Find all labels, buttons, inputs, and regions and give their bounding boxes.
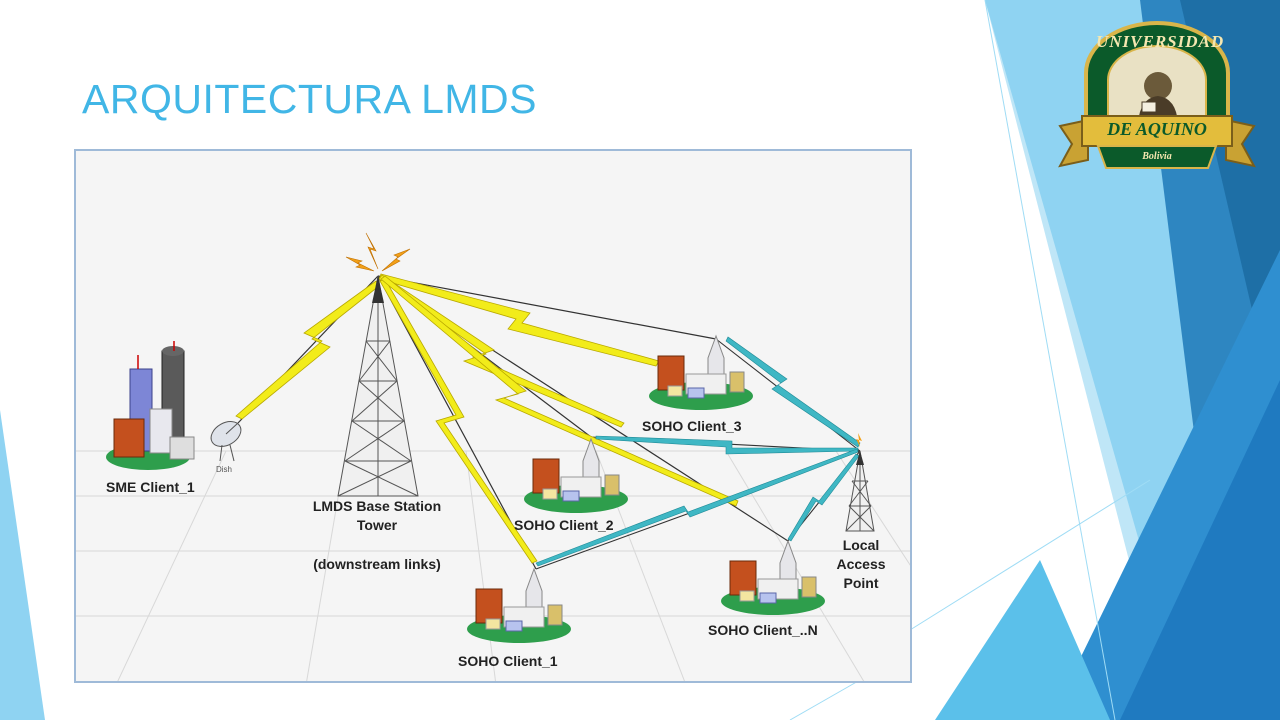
sme-client-building-icon bbox=[106, 341, 195, 470]
soho-client-2-building-icon bbox=[524, 437, 628, 513]
university-logo: UNIVERSIDAD DE AQUINO Bolivia bbox=[1058, 18, 1256, 174]
lmds-architecture-diagram: SME Client_1 Dish LMDS Base Station Towe… bbox=[74, 149, 912, 683]
logo-banner-text: DE AQUINO bbox=[1107, 119, 1207, 139]
soho-client-1-building-icon bbox=[467, 567, 571, 643]
slide-title: ARQUITECTURA LMDS bbox=[82, 76, 537, 122]
base-station-note: (downstream links) bbox=[313, 556, 441, 572]
cyan-wireless-links bbox=[535, 336, 861, 567]
soho-client-1-label: SOHO Client_1 bbox=[458, 653, 558, 669]
base-station-label-line1: LMDS Base Station bbox=[312, 498, 442, 514]
dish-antenna-icon bbox=[210, 421, 242, 462]
local-access-tower-icon bbox=[845, 433, 875, 532]
soho-client-3-label: SOHO Client_3 bbox=[642, 418, 742, 434]
local-access-label-line1: Local bbox=[842, 537, 880, 553]
dish-label: Dish bbox=[216, 465, 233, 474]
local-access-label-line2: Access bbox=[836, 556, 886, 572]
signal-bolt-icon bbox=[345, 232, 411, 272]
soho-client-3-building-icon bbox=[649, 334, 753, 410]
soho-client-n-label: SOHO Client_..N bbox=[708, 622, 818, 638]
soho-client-n-building-icon bbox=[721, 539, 825, 615]
sme-client-1-label: SME Client_1 bbox=[106, 479, 195, 495]
soho-client-2-label: SOHO Client_2 bbox=[514, 517, 614, 533]
logo-arc-text: UNIVERSIDAD bbox=[1096, 32, 1225, 51]
base-station-tower-icon bbox=[337, 275, 419, 497]
base-station-label-line2: Tower bbox=[356, 517, 398, 533]
logo-country-text: Bolivia bbox=[1142, 151, 1172, 162]
local-access-label-line3: Point bbox=[843, 575, 879, 591]
